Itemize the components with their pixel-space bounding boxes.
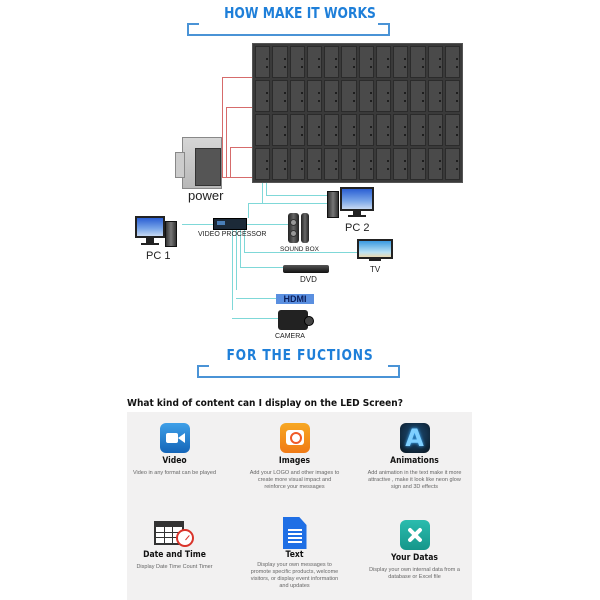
content-question: What kind of content can I display on th… [127,398,403,409]
camera-label: CAMERA [275,333,305,340]
led-module [375,46,391,78]
led-module [289,114,305,146]
led-module [410,80,426,112]
led-module [427,46,443,78]
feature-title: Text [285,550,304,560]
led-module [375,114,391,146]
led-module [341,114,357,146]
feature-description: Add animation in the text make it more a… [367,470,462,490]
led-module [306,148,322,180]
video-processor-label: VIDEO PROCESSOR [198,231,267,238]
functions-heading: FOR THE FUCTIONS [226,346,374,364]
feature-title: Date and Time [143,550,206,560]
led-module [444,80,460,112]
video-camera-icon [159,423,190,453]
feature-title: Video [162,456,187,466]
led-module [255,114,271,146]
led-module [255,148,271,180]
led-module [358,46,374,78]
led-module [375,148,391,180]
calendar-clock-icon [152,517,198,547]
led-module [324,148,340,180]
neon-a-icon [399,423,430,453]
feature-description: Display your own internal data from a da… [369,567,460,580]
feature-description: Display your own messages to promote spe… [250,562,339,589]
led-module [410,46,426,78]
led-module [272,114,288,146]
led-module [272,80,288,112]
feature-description: Add your LOGO and other images to create… [249,470,340,490]
dvd-player-icon [283,265,329,273]
led-module [306,80,322,112]
pc1-label: PC 1 [146,250,171,262]
led-module [306,114,322,146]
led-module [393,46,409,78]
feature-date-time: Date and Time Display Date Time Count Ti… [117,517,232,571]
how-it-works-heading: HOW MAKE IT WORKS [224,4,376,22]
led-module [306,46,322,78]
led-module [341,80,357,112]
led-module [358,148,374,180]
led-module [427,114,443,146]
feature-video: Video Video in any format can be played [117,423,232,477]
feature-animations: Animations Add animation in the text mak… [357,423,472,491]
led-module [410,114,426,146]
camera-icon [279,423,310,453]
heading-bracket-1 [187,23,390,36]
led-module [272,148,288,180]
heading-bracket-2 [197,365,400,378]
feature-title: Your Datas [391,553,438,563]
led-screen-wall [252,43,463,183]
led-module [358,80,374,112]
tv-label: TV [370,265,381,274]
sound-box-label: SOUND BOX [280,246,320,253]
led-module [393,148,409,180]
feature-title: Animations [390,456,439,466]
feature-your-datas: Your Datas Display your own internal dat… [357,520,472,581]
document-icon [283,517,307,549]
feature-description: Display Date Time Count Timer [136,564,213,570]
led-module [427,80,443,112]
hdmi-badge: HDMI [276,294,314,304]
led-module [444,148,460,180]
led-module [410,148,426,180]
video-processor-icon [213,218,247,230]
power-label: power [188,188,224,203]
led-module [272,46,288,78]
led-module [358,114,374,146]
camera-icon [278,310,314,330]
led-module [427,148,443,180]
led-module [255,80,271,112]
feature-text: Text Display your own messages to promot… [237,517,352,590]
led-module [375,80,391,112]
led-module [444,114,460,146]
power-cabinet-icon [175,137,222,189]
feature-title: Images [278,456,311,466]
led-module [324,114,340,146]
feature-images: Images Add your LOGO and other images to… [237,423,352,491]
led-module [324,46,340,78]
led-module [444,46,460,78]
dvd-label: DVD [300,275,317,284]
pc2-label: PC 2 [345,222,370,234]
led-module [255,46,271,78]
led-module [393,80,409,112]
led-module [289,46,305,78]
feature-description: Video in any format can be played [132,470,217,476]
led-module [341,148,357,180]
led-module [341,46,357,78]
led-module [324,80,340,112]
led-module [289,80,305,112]
tools-icon [399,520,430,550]
led-module [289,148,305,180]
led-module [393,114,409,146]
